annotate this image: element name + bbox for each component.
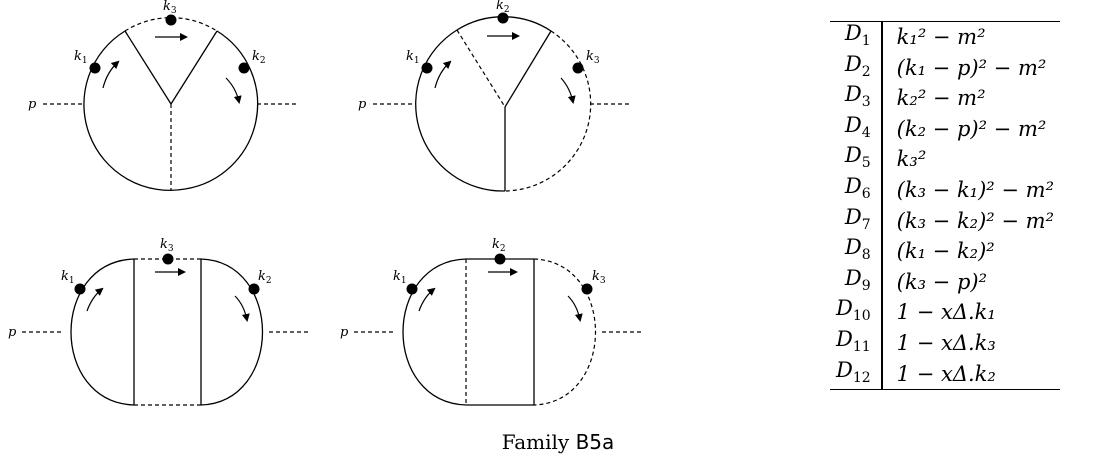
external-label: p	[340, 325, 349, 340]
dot-top-label: k3	[163, 0, 177, 16]
propagator-name: D9	[844, 265, 871, 294]
propagator-arc-left	[70, 258, 135, 406]
diagram-bottom-left: p k1 k3 k2	[8, 237, 310, 406]
propagator-expr: (k₃ − k₁)² − m²	[880, 174, 1060, 206]
propagator-arc-left	[402, 258, 467, 406]
dot-left	[421, 62, 433, 74]
propagator-name: D8	[844, 235, 871, 264]
propagator-arc-right	[200, 258, 264, 406]
propagator-expr: k₃²	[880, 144, 1060, 175]
dot-left	[89, 62, 101, 74]
table-row: D3 k₂² − m²	[830, 83, 1060, 114]
external-label: p	[358, 97, 367, 112]
dot-top-label: k2	[496, 0, 510, 15]
propagator-name: D1	[830, 20, 882, 53]
propagator-name: D10	[836, 296, 871, 325]
internal-line-right	[504, 30, 552, 108]
momentum-arrow-right	[225, 77, 242, 104]
propagator-expr: (k₁ − p)² − m²	[880, 52, 1060, 84]
table-row: D11 1 − xΔ.k₃	[830, 328, 1060, 359]
dot-top-label: k3	[160, 237, 174, 254]
propagator-expr: k₂² − m²	[880, 83, 1060, 114]
propagator-name: D7	[844, 204, 871, 233]
table-row: D8 (k₁ − k₂)²	[830, 236, 1060, 267]
dot-left	[74, 283, 86, 295]
table-row: D9 (k₃ − p)²	[830, 267, 1060, 298]
propagator-name: D4	[844, 112, 871, 141]
table-row: D10 1 − xΔ.k₁	[830, 297, 1060, 328]
dot-top	[497, 12, 509, 24]
propagator-arc-right	[184, 30, 259, 190]
dot-right	[572, 62, 584, 74]
table-row: D4 (k₂ − p)² − m²	[830, 114, 1060, 145]
caption-family: B5a	[575, 430, 615, 454]
propagator-name: D3	[844, 82, 871, 111]
propagator-name: D2	[844, 51, 871, 80]
propagator-expr: k₁² − m²	[880, 20, 1060, 53]
dot-top	[494, 253, 506, 265]
propagator-expr: (k₁ − k₂)²	[880, 236, 1060, 267]
momentum-arrow-left	[434, 60, 452, 89]
dot-right	[581, 283, 593, 295]
diagram-top-right: p k1 k2 k3	[358, 0, 630, 192]
table-row: D2 (k₁ − p)² − m²	[830, 53, 1060, 84]
dot-left	[406, 283, 418, 295]
dot-left-label: k1	[393, 269, 407, 286]
propagator-name: D5	[844, 143, 871, 172]
internal-line-left	[456, 29, 506, 108]
momentum-arrow-right	[567, 295, 583, 322]
momentum-arrow-right	[234, 295, 250, 322]
diagram-bottom-right: p k1 k2 k3	[340, 237, 642, 406]
propagator-expr: 1 − xΔ.k₃	[880, 327, 1060, 359]
propagator-name: D11	[836, 326, 871, 356]
figure-caption: Family B5a	[0, 430, 1116, 454]
momentum-arrow-right	[560, 77, 576, 104]
propagator-arc-top	[124, 17, 218, 32]
internal-line-left	[124, 30, 172, 105]
dot-top-label: k2	[492, 237, 506, 254]
dot-right	[248, 283, 260, 295]
table-row: D7 (k₃ − k₂)² − m²	[830, 206, 1060, 237]
internal-line-right	[170, 30, 218, 105]
table-row: D5 k₃²	[830, 144, 1060, 175]
propagator-name: D12	[830, 358, 882, 391]
momentum-arrow-left	[86, 287, 104, 312]
propagator-arc-right	[533, 258, 597, 406]
table-row: D6 (k₃ − k₁)² − m²	[830, 175, 1060, 206]
caption-prefix: Family	[501, 430, 570, 454]
dot-right-label: k3	[586, 49, 600, 66]
momentum-arrow-left	[418, 287, 436, 312]
propagator-arc-left	[83, 30, 186, 191]
propagator-expr: (k₃ − k₂)² − m²	[880, 205, 1060, 237]
propagator-expr: 1 − xΔ.k₂	[880, 358, 1060, 391]
dot-right-label: k2	[258, 269, 272, 286]
feynman-diagrams: p k1 k3 k2 p k1 k2 k3	[8, 0, 642, 406]
external-label: p	[28, 97, 37, 112]
propagator-name: D6	[844, 173, 871, 203]
dot-right-label: k2	[252, 49, 266, 66]
diagram-top-left: p k1 k3 k2	[28, 0, 297, 191]
dot-right	[238, 62, 250, 74]
propagator-arc-right	[504, 30, 592, 192]
dot-left-label: k1	[406, 49, 420, 66]
momentum-arrow-left	[102, 60, 120, 89]
dot-left-label: k1	[74, 49, 88, 66]
propagator-expr: (k₂ − p)² − m²	[880, 113, 1060, 145]
propagator-expr: 1 − xΔ.k₁	[880, 297, 1060, 328]
dot-top	[162, 253, 174, 265]
external-label: p	[8, 325, 17, 340]
propagator-expr: (k₃ − p)²	[880, 266, 1060, 298]
dot-right-label: k3	[592, 269, 606, 286]
propagator-arc-left	[415, 29, 506, 192]
dot-top	[165, 14, 177, 26]
dot-left-label: k1	[61, 269, 75, 286]
